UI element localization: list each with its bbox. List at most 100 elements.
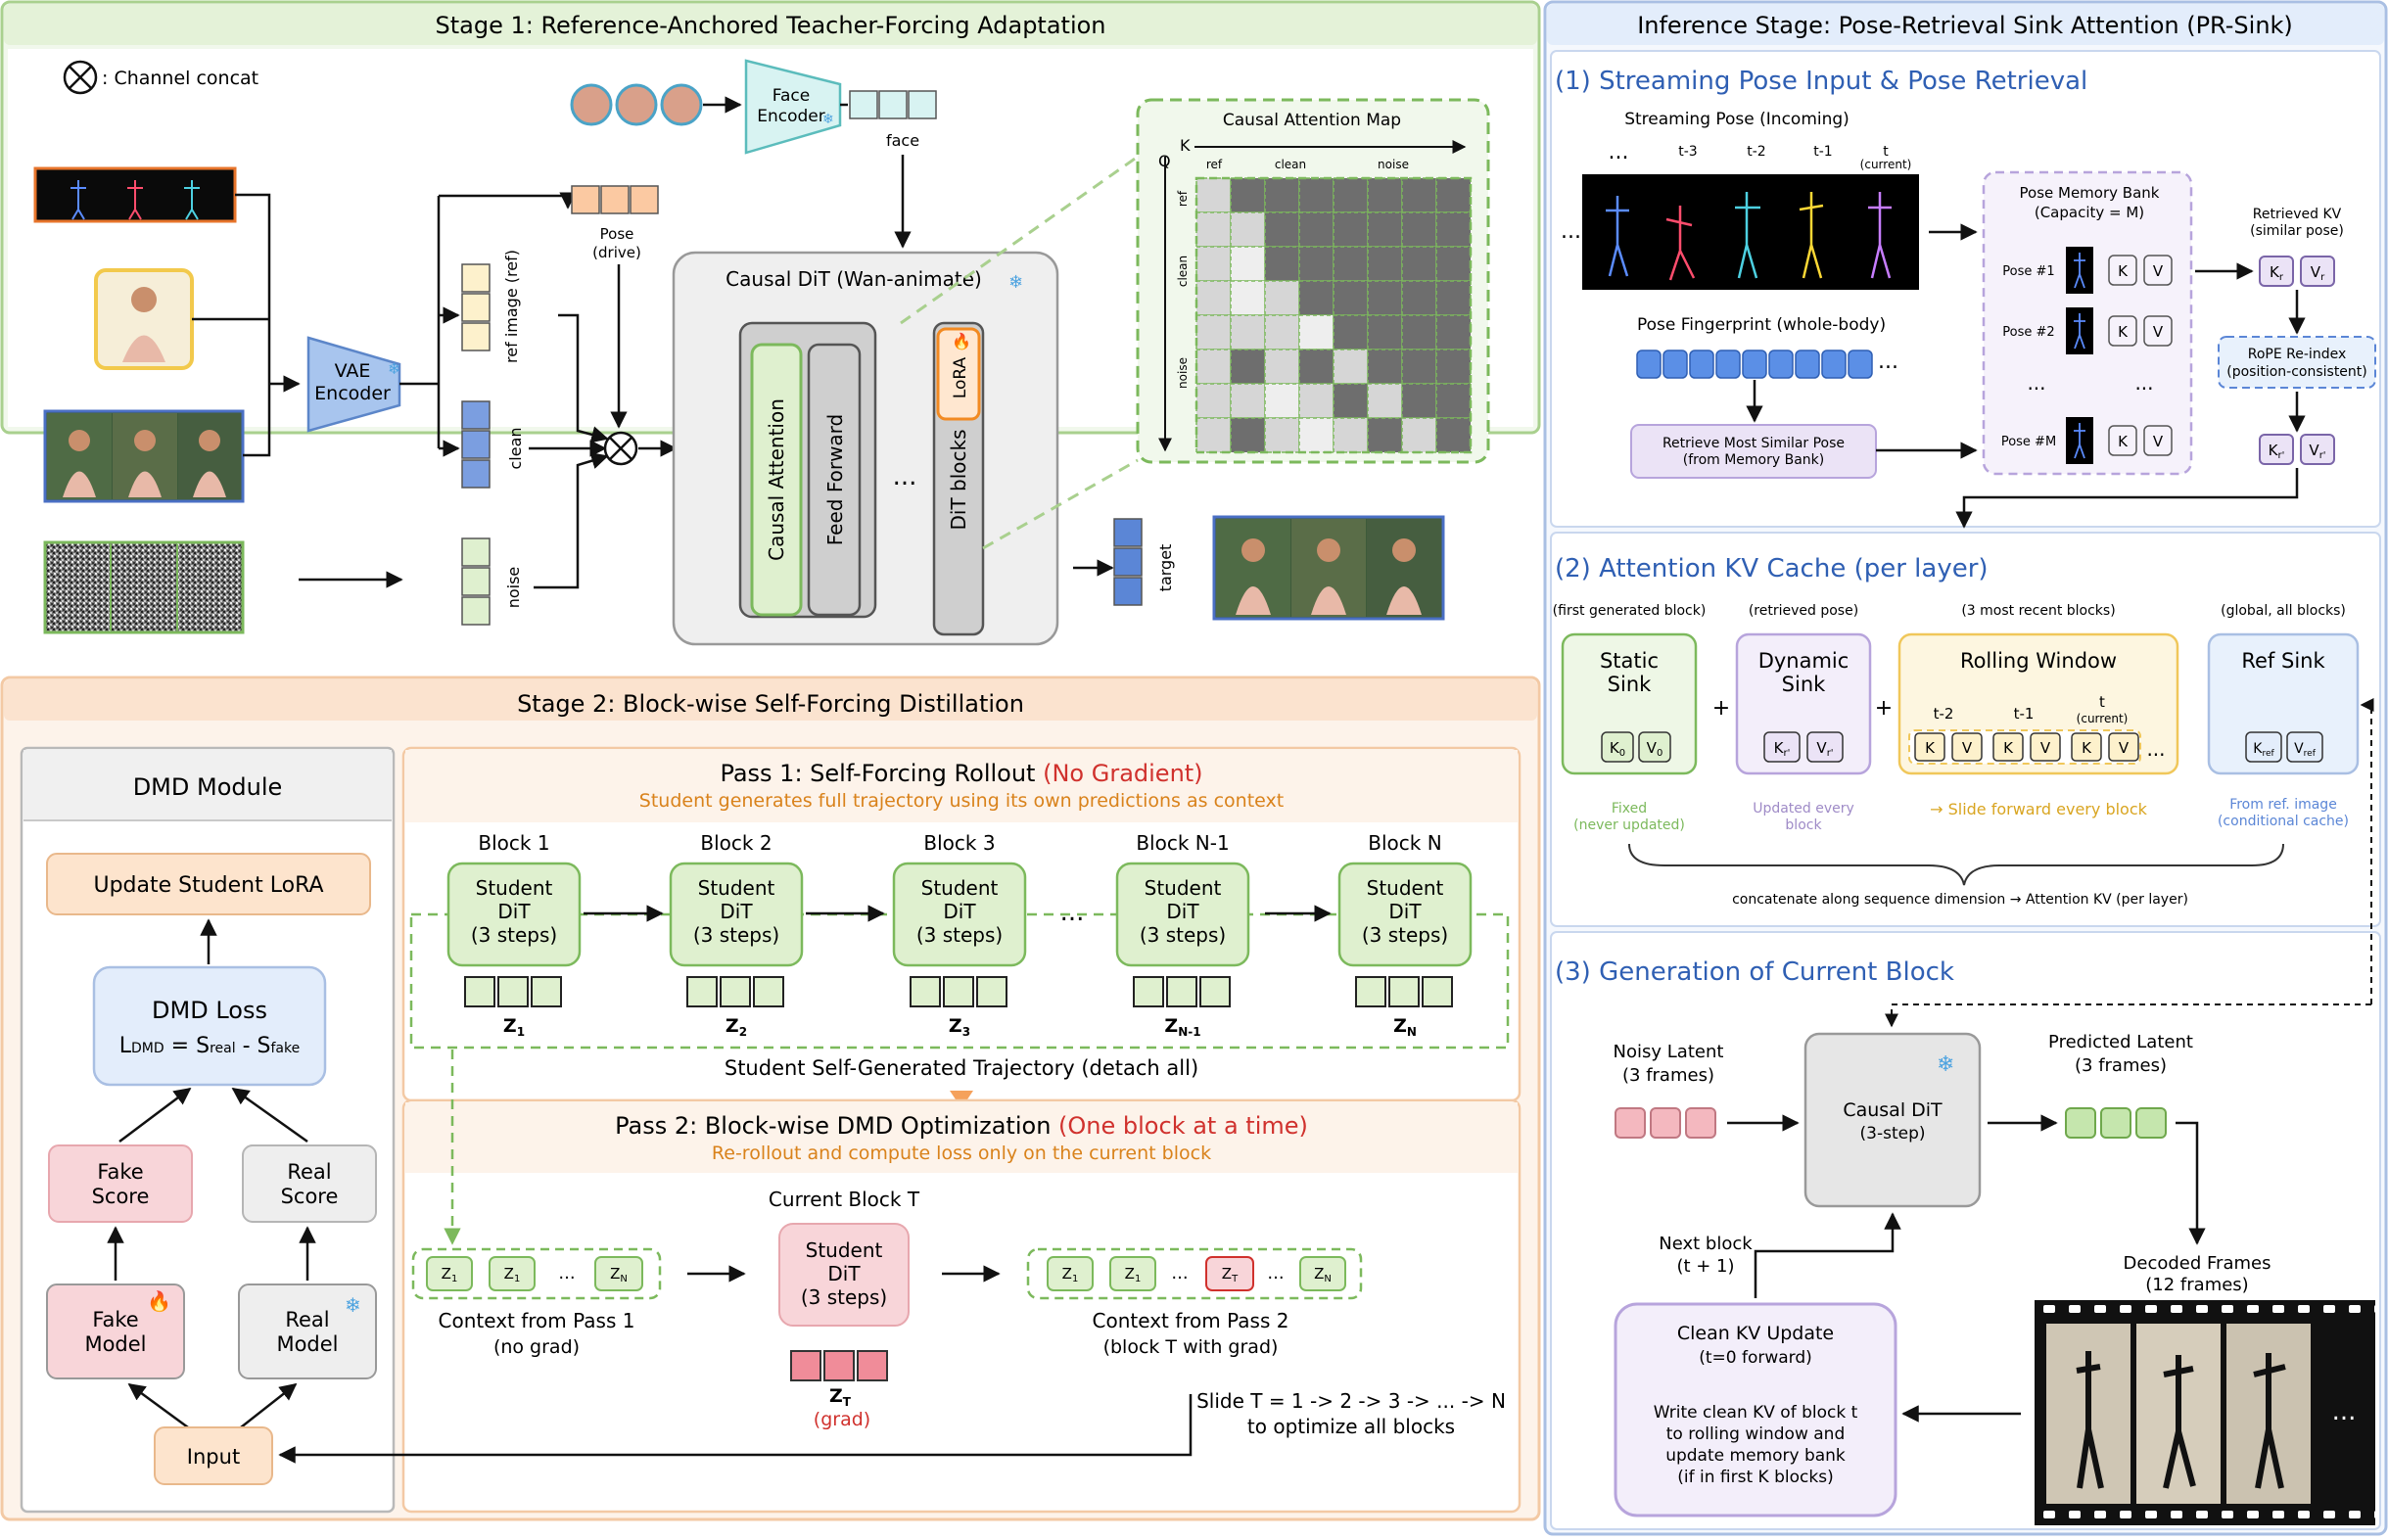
fingerprint-cell xyxy=(1689,350,1714,379)
fingerprint-cell xyxy=(1848,350,1873,379)
clean-kv-title: Clean KV Update xyxy=(1677,1323,1834,1344)
attention-cell xyxy=(1230,383,1266,419)
cond-cache-label: (conditional cache) xyxy=(2218,814,2349,829)
student-dit-label: Student xyxy=(476,876,553,900)
slide-label: → Slide forward every block xyxy=(1930,800,2148,818)
context1-sub: (no grad) xyxy=(493,1336,580,1358)
rolling-kv-cell xyxy=(1951,732,1983,762)
attention-cell xyxy=(1401,314,1437,350)
latent-token xyxy=(1166,976,1197,1007)
retrieved-kv: Kr Vr xyxy=(2259,256,2335,287)
attention-cell xyxy=(1367,417,1403,453)
causal-dit-label: Causal DiT xyxy=(1843,1099,1943,1121)
latent-token xyxy=(1388,976,1420,1007)
dynamic-tag: (retrieved pose) xyxy=(1749,603,1858,619)
block-label: Block 1 xyxy=(478,831,549,855)
latent-token xyxy=(1422,976,1453,1007)
fingerprint-dots: ... xyxy=(1878,350,1898,374)
rolling-kv-cell xyxy=(1992,732,2024,762)
current-block-label: Current Block T xyxy=(769,1188,920,1211)
current-label: (current) xyxy=(1860,158,1912,171)
pass2-panel: Pass 2: Block-wise DMD Optimization (One… xyxy=(278,1050,1522,1514)
dit-blocks-label: DiT blocks xyxy=(947,429,970,530)
attention-cell xyxy=(1435,383,1472,419)
attention-cell xyxy=(1298,211,1334,248)
attention-cell xyxy=(1367,280,1403,316)
causal-attention-label: Causal Attention xyxy=(765,398,788,561)
dmd-module: DMD Module Update Student LoRA DMD Loss … xyxy=(20,746,396,1514)
attention-cell xyxy=(1195,417,1232,453)
channel-concat-legend: : Channel concat xyxy=(63,60,258,95)
pose-tokens: Pose(drive) xyxy=(571,185,659,261)
causal-attention-layer xyxy=(750,343,803,617)
noisy-latent-label: Noisy Latent xyxy=(1614,1042,1724,1062)
clean-label: clean xyxy=(506,427,525,469)
attention-cell xyxy=(1264,383,1300,419)
target-label: target xyxy=(1156,544,1175,592)
ref-sink: Ref Sink Kref Vref xyxy=(2207,632,2360,775)
attention-cell xyxy=(1367,177,1403,213)
attention-cell xyxy=(1230,280,1266,316)
concat-brace xyxy=(1628,843,2284,886)
attention-cell xyxy=(1333,211,1369,248)
feed-forward-label: Feed Forward xyxy=(823,414,847,546)
fingerprint-cell xyxy=(1742,350,1767,379)
ref-sink-title: Ref Sink xyxy=(2241,649,2325,673)
frozen-snowflake-icon: ❄ xyxy=(388,359,400,378)
bank-capacity: (Capacity = M) xyxy=(2035,204,2144,221)
zt-grad-label: (grad) xyxy=(814,1409,870,1430)
fingerprint-cell xyxy=(1662,350,1688,379)
attention-cell xyxy=(1435,246,1472,282)
attention-cell xyxy=(1367,349,1403,385)
next-block-sub: (t + 1) xyxy=(1676,1256,1734,1277)
attention-cell xyxy=(1264,280,1300,316)
rolling-kv-label: V xyxy=(2040,739,2051,757)
bank-title: Pose Memory Bank xyxy=(2020,184,2160,202)
student-dit-label: (3 steps) xyxy=(1362,923,1448,947)
rolling-kv-cell xyxy=(2108,732,2139,762)
rolling-kv-label: K xyxy=(1925,739,1936,757)
student-dit-box xyxy=(669,862,804,967)
lora-adapter xyxy=(936,327,981,421)
block-label: Block N-1 xyxy=(1136,831,1229,855)
pass2-subtitle: Re-rollout and compute loss only on the … xyxy=(712,1143,1211,1164)
noisy-latent xyxy=(1615,1107,1716,1139)
key-label: K xyxy=(2118,323,2129,341)
concat-label: concatenate along sequence dimension → A… xyxy=(1732,892,2188,908)
decoded-frames-sub: (12 frames) xyxy=(2145,1275,2248,1295)
attention-cell xyxy=(1401,349,1437,385)
ref-image-label: ref image (ref) xyxy=(502,250,521,363)
block-label: Block 2 xyxy=(700,831,772,855)
noise-input-frames xyxy=(43,540,245,634)
attention-map-title: Causal Attention Map xyxy=(1223,111,1401,130)
attention-k-label: K xyxy=(1180,136,1191,155)
block-label: Block 3 xyxy=(923,831,995,855)
causal-attention-map: Causal Attention Map Q K ref clean noise… xyxy=(1136,98,1490,464)
plus-1: + xyxy=(1712,696,1730,721)
rolling-kv-label: K xyxy=(2082,739,2092,757)
slide-text-1: Slide T = 1 -> 2 -> 3 -> ... -> N xyxy=(1196,1389,1506,1413)
attention-cell xyxy=(1264,314,1300,350)
attention-cell xyxy=(1195,314,1232,350)
rolling-kv-cell xyxy=(2030,732,2061,762)
attention-cell xyxy=(1367,314,1403,350)
student-dit-label: DiT xyxy=(1166,900,1199,923)
frozen-snowflake-icon: ❄ xyxy=(1008,272,1023,293)
context2-label: Context from Pass 2 xyxy=(1093,1309,1289,1332)
student-dit-label: (3 steps) xyxy=(1140,923,1226,947)
attention-cell xyxy=(1230,314,1266,350)
reference-image xyxy=(94,268,194,370)
svg-text:...: ... xyxy=(2134,371,2153,395)
student-dit-label: DiT xyxy=(720,900,753,923)
attention-cell xyxy=(1367,246,1403,282)
